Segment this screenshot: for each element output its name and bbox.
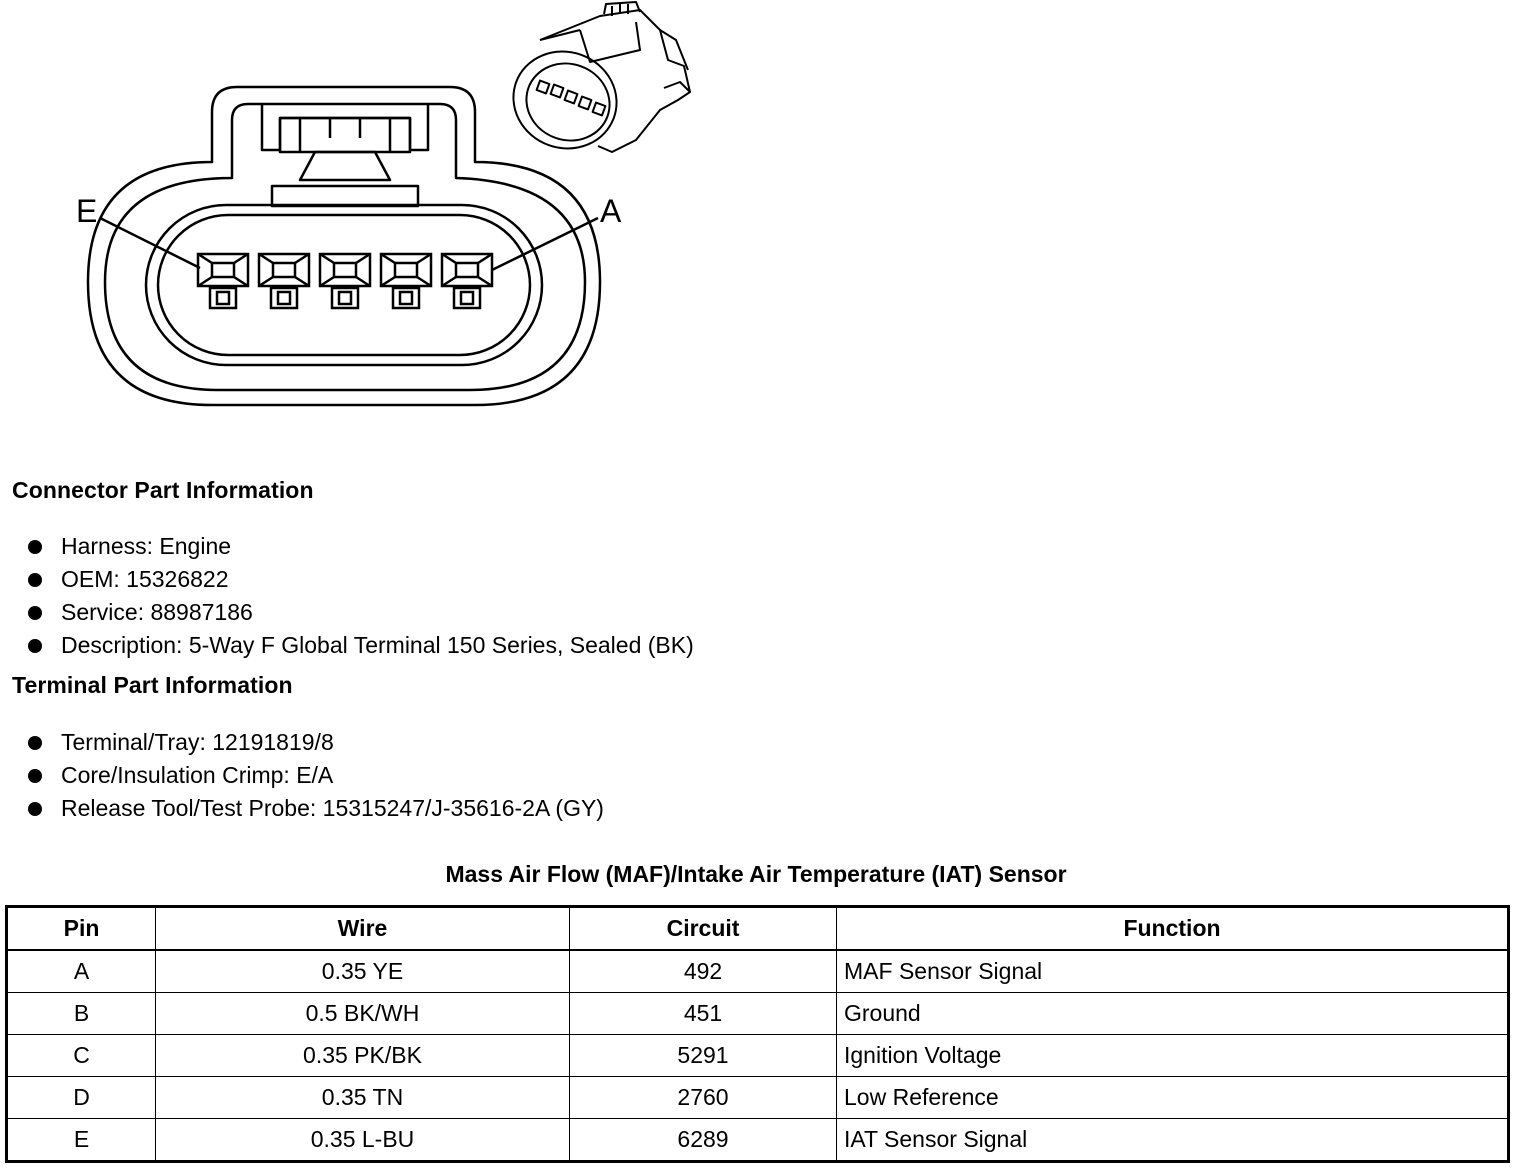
list-item: OEM: 15326822	[28, 563, 694, 596]
pin-cell: C	[6, 1034, 156, 1077]
cavity-d	[257, 252, 311, 310]
circuit-cell: 2760	[569, 1076, 837, 1119]
latch-slot	[270, 184, 420, 208]
list-item: Core/Insulation Crimp: E/A	[28, 759, 604, 792]
latch-outline	[260, 104, 430, 152]
list-item: Service: 88987186	[28, 596, 694, 629]
list-item: Description: 5-Way F Global Terminal 150…	[28, 629, 694, 662]
pin-label-a: A	[600, 193, 622, 229]
list-item-text: Release Tool/Test Probe: 15315247/J-3561…	[61, 795, 604, 821]
cavity-a	[440, 252, 494, 310]
seal-ring-inner	[156, 213, 532, 357]
terminal-part-info-heading: Terminal Part Information	[12, 672, 293, 698]
table-row: B 0.5 BK/WH 451 Ground	[6, 992, 1509, 1035]
connector-part-info-list: Harness: Engine OEM: 15326822 Service: 8…	[28, 530, 694, 662]
table-header-row: Pin Wire Circuit Function	[6, 906, 1509, 951]
bullet-icon	[28, 572, 42, 587]
latch-ramp	[298, 150, 392, 182]
function-cell: Ignition Voltage	[836, 1034, 1509, 1077]
pin-cell: B	[6, 992, 156, 1035]
list-item: Terminal/Tray: 12191819/8	[28, 726, 604, 759]
list-item-text: Description: 5-Way F Global Terminal 150…	[61, 632, 694, 658]
bullet-icon	[28, 605, 42, 620]
function-cell: Low Reference	[836, 1076, 1509, 1119]
bullet-icon	[28, 638, 42, 653]
wire-cell: 0.35 L-BU	[155, 1118, 570, 1162]
table-row: E 0.35 L-BU 6289 IAT Sensor Signal	[6, 1118, 1509, 1162]
table-row: D 0.35 TN 2760 Low Reference	[6, 1076, 1509, 1119]
bullet-icon	[28, 768, 42, 783]
cavity-b	[379, 252, 433, 310]
pin-cell: D	[6, 1076, 156, 1119]
pin-cell: E	[6, 1118, 156, 1162]
function-cell: MAF Sensor Signal	[836, 949, 1509, 993]
leader-line-a	[491, 216, 599, 272]
pin-label-e: E	[76, 193, 97, 229]
circuit-cell: 492	[569, 949, 837, 993]
column-header-circuit: Circuit	[569, 906, 837, 951]
list-item: Harness: Engine	[28, 530, 694, 563]
column-header-function: Function	[836, 906, 1509, 951]
bullet-icon	[28, 801, 42, 816]
wire-cell: 0.35 YE	[155, 949, 570, 993]
column-header-pin: Pin	[6, 906, 156, 951]
pinout-table: Pin Wire Circuit Function A 0.35 YE 492 …	[5, 905, 1510, 1163]
terminal-part-info-list: Terminal/Tray: 12191819/8 Core/Insulatio…	[28, 726, 604, 825]
wire-cell: 0.35 TN	[155, 1076, 570, 1119]
wire-cell: 0.35 PK/BK	[155, 1034, 570, 1077]
connector-iso-sketch	[512, 1, 691, 153]
list-item-text: OEM: 15326822	[61, 566, 229, 592]
bullet-icon	[28, 539, 42, 554]
list-item: Release Tool/Test Probe: 15315247/J-3561…	[28, 792, 604, 825]
column-header-wire: Wire	[155, 906, 570, 951]
function-cell: Ground	[836, 992, 1509, 1035]
connector-face-diagram: E A	[76, 1, 691, 407]
pinout-table-title: Mass Air Flow (MAF)/Intake Air Temperatu…	[445, 861, 1067, 887]
list-item-text: Service: 88987186	[61, 599, 253, 625]
terminal-cavities	[196, 252, 494, 310]
connector-housing-inner-outline	[103, 102, 587, 392]
circuit-cell: 5291	[569, 1034, 837, 1077]
bullet-icon	[28, 735, 42, 750]
list-item-text: Core/Insulation Crimp: E/A	[61, 762, 334, 788]
connector-part-info-heading: Connector Part Information	[12, 477, 314, 503]
circuit-cell: 6289	[569, 1118, 837, 1162]
table-row: A 0.35 YE 492 MAF Sensor Signal	[6, 949, 1509, 993]
wire-cell: 0.5 BK/WH	[155, 992, 570, 1035]
connector-housing-outline	[86, 85, 602, 407]
pin-cell: A	[6, 949, 156, 993]
circuit-cell: 451	[569, 992, 837, 1035]
cavity-c	[318, 252, 372, 310]
cavity-e	[196, 252, 250, 310]
function-cell: IAT Sensor Signal	[836, 1118, 1509, 1162]
list-item-text: Harness: Engine	[61, 533, 232, 559]
table-row: C 0.35 PK/BK 5291 Ignition Voltage	[6, 1034, 1509, 1077]
leader-line-e	[99, 216, 201, 270]
list-item-text: Terminal/Tray: 12191819/8	[61, 729, 334, 755]
